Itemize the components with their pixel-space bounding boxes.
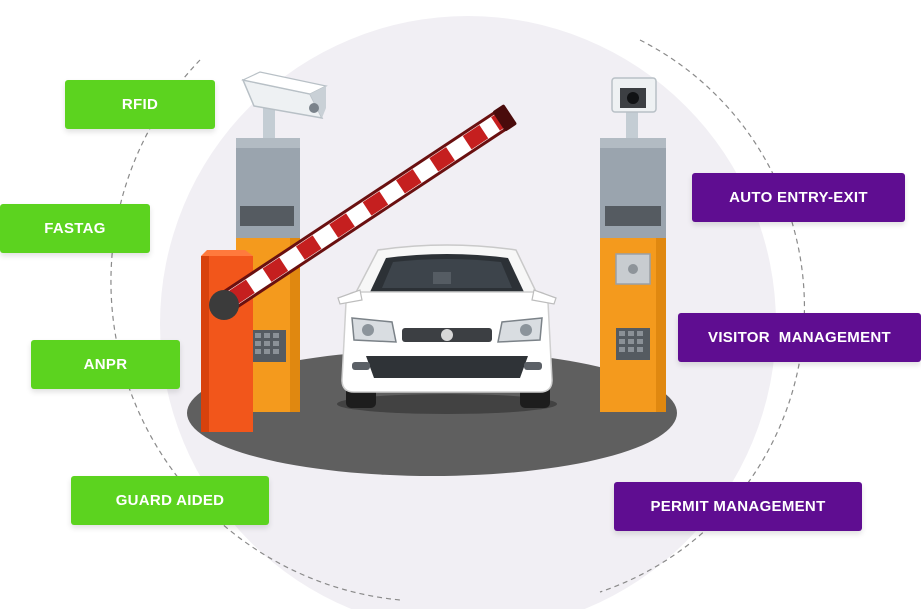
- tag-rfid: RFID: [65, 80, 215, 129]
- tag-guard-aided: GUARD AIDED: [71, 476, 269, 525]
- tag-fastag: FASTAG: [0, 204, 150, 253]
- entry-camera-icon: [611, 77, 657, 140]
- tag-anpr: ANPR: [31, 340, 180, 389]
- right-keypad: [616, 328, 650, 360]
- left-dashed-arc: [110, 59, 401, 601]
- cctv-camera-icon: [241, 71, 328, 140]
- left-keypad: [252, 330, 286, 362]
- boom-barrier-icon: [214, 104, 517, 316]
- tag-visitor-management: VISITOR MANAGEMENT: [678, 313, 921, 362]
- tag-permit-management: PERMIT MANAGEMENT: [614, 482, 862, 531]
- left-booth: [236, 138, 300, 412]
- barrier-pivot: [209, 290, 239, 320]
- car-icon: [337, 244, 557, 414]
- right-booth: [600, 138, 666, 412]
- tag-auto-entry-exit: AUTO ENTRY-EXIT: [692, 173, 905, 222]
